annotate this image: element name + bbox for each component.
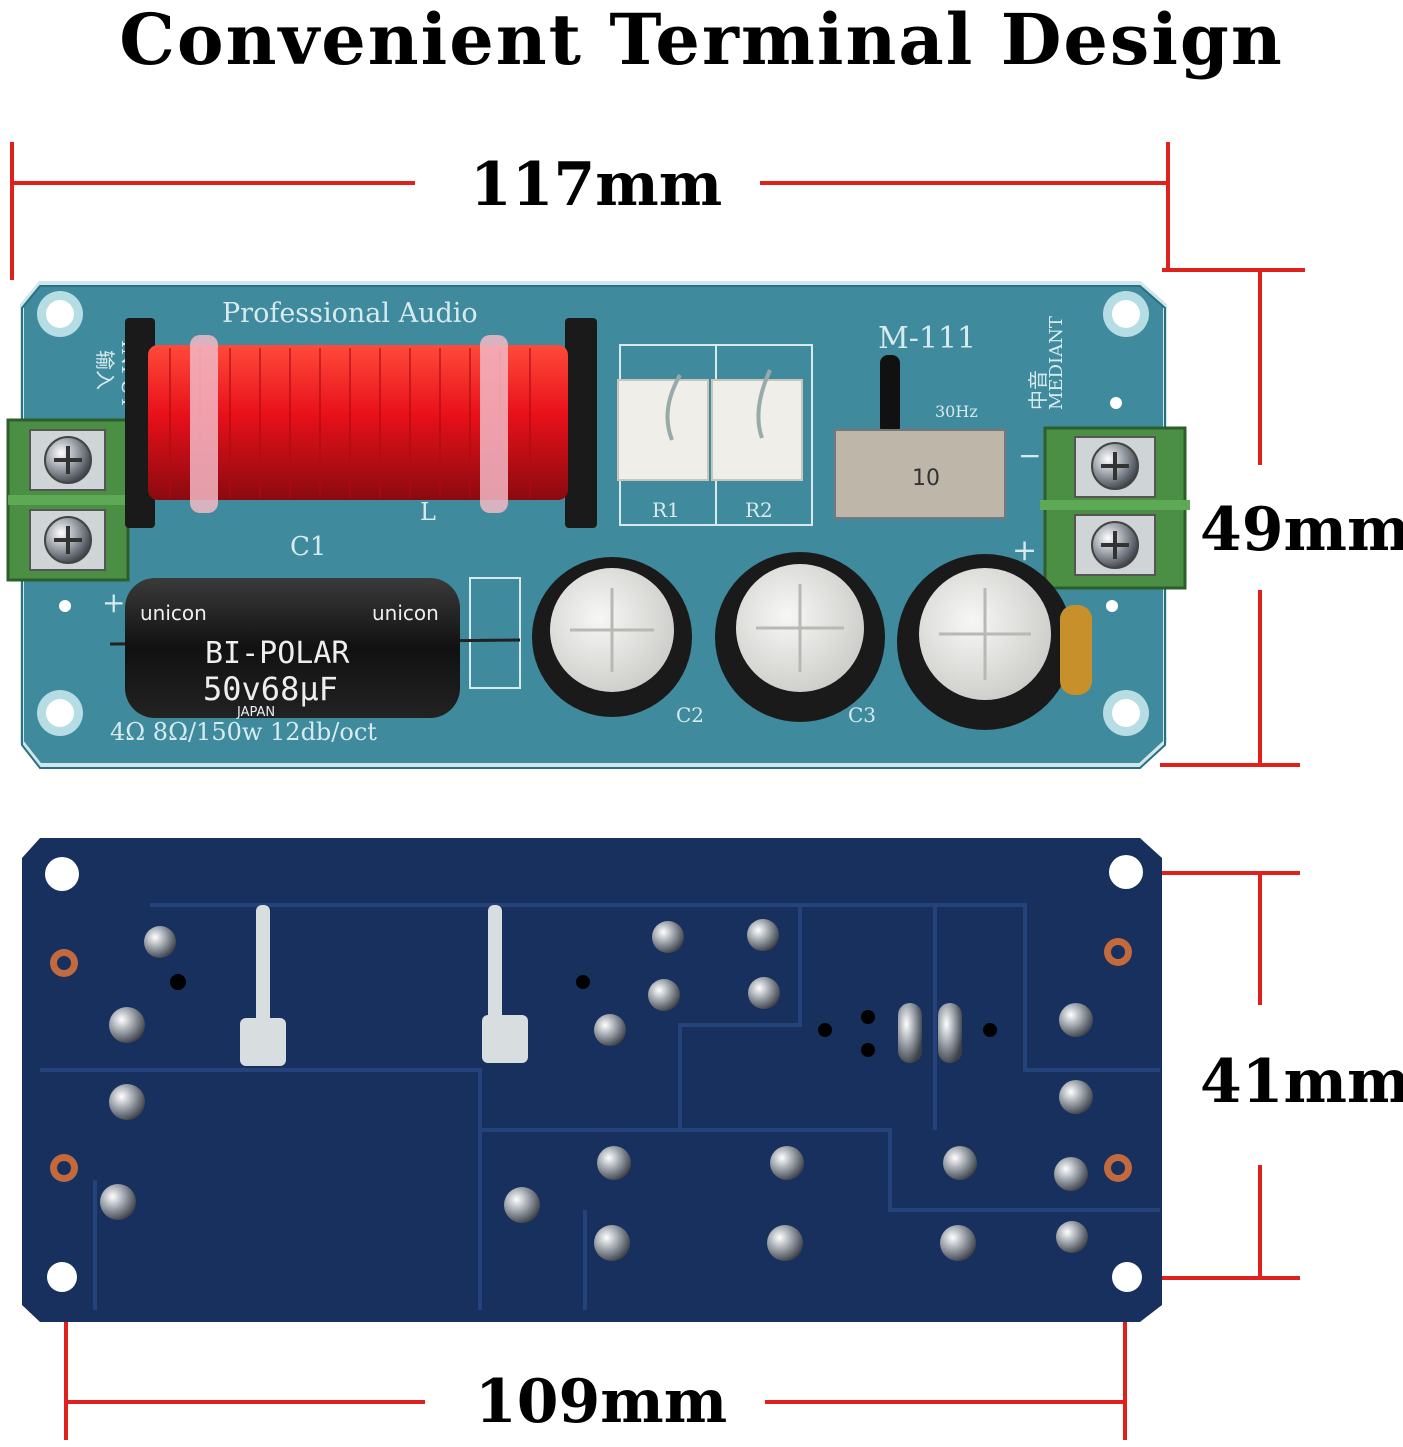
bottom-width-label: 109mm [475, 1367, 728, 1437]
output-cn-label: 中音 [1026, 370, 1050, 410]
spec-label: 4Ω 8Ω/150w 12db/oct [110, 718, 377, 746]
cable-tie [480, 335, 508, 513]
crossover-board-bottom [22, 838, 1162, 1322]
mounting-holes [37, 291, 1149, 736]
resistors [617, 369, 803, 481]
page-title: Convenient Terminal Design [119, 0, 1284, 81]
c1-label: C1 [290, 532, 326, 562]
r2-label: R2 [745, 498, 773, 522]
cap-type: BI-POLAR [205, 636, 350, 671]
crossover-board-top: Professional Audio M-111 30Hz L C1 R1 R2… [6, 281, 1190, 769]
switch-value: 10 [912, 466, 940, 491]
model-label: M-111 [878, 321, 976, 356]
input-plus-label: + [102, 586, 125, 619]
top-height-label: 49mm [1200, 495, 1403, 565]
c3-label: C3 [848, 703, 876, 727]
input-terminal-block [6, 418, 143, 582]
freq-label: 30Hz [935, 402, 978, 421]
minus-label: − [1018, 439, 1041, 472]
input-cn-label: 输入 [93, 350, 117, 390]
cap-brand-2: unicon [372, 601, 439, 625]
cable-tie-bottom [240, 905, 528, 1066]
top-width-label: 117mm [470, 150, 723, 220]
height-dimension-top [1160, 268, 1305, 767]
c2-label: C2 [676, 703, 704, 727]
cap-value: 50v68μF [203, 670, 338, 708]
mounting-holes-bottom [45, 855, 1143, 1292]
inductor-label: L [420, 498, 436, 526]
width-dimension-top [10, 142, 1170, 280]
output-label: MEDIANT [1046, 316, 1067, 410]
cap-origin: JAPAN [236, 705, 275, 720]
output-terminal-block [1040, 426, 1190, 590]
bipolar-capacitor: unicon BI-POLAR 50v68μF JAPAN unicon [109, 578, 521, 720]
cap-brand: unicon [140, 601, 207, 625]
bottom-height-label: 41mm [1200, 1047, 1403, 1117]
selector-switch: 10 [834, 355, 1006, 519]
r1-label: R1 [652, 498, 680, 522]
solder-joints [100, 919, 1093, 1261]
brand-label: Professional Audio [222, 298, 478, 329]
inductor-coil [125, 318, 597, 528]
cable-tie [190, 335, 218, 513]
electrolytic-capacitors [532, 552, 1092, 730]
